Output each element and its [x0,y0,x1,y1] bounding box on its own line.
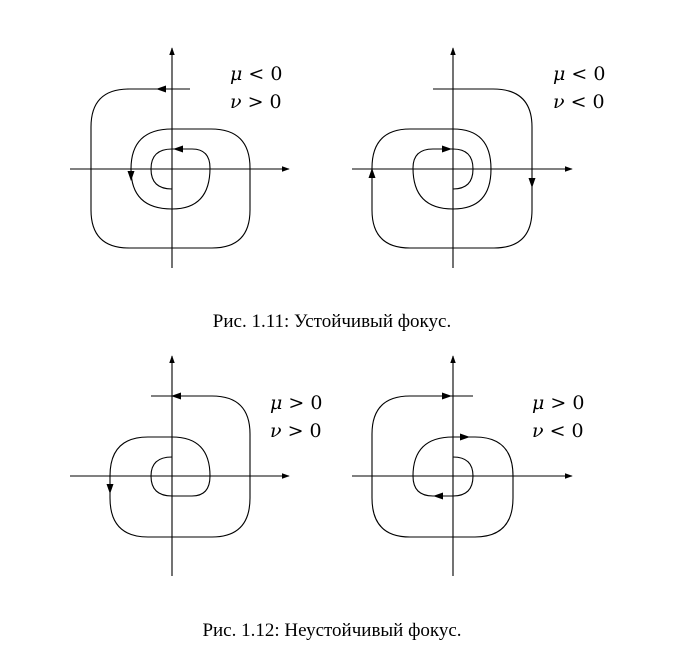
mu-condition: μ < 0 [553,63,605,85]
arrow-icon [127,171,135,181]
spiral-trajectory [90,88,251,249]
arrow-icon [433,492,443,500]
arrow-icon [460,433,470,441]
arrow-icon [173,145,183,153]
nu-condition: ν < 0 [553,91,605,113]
nu-condition: ν > 0 [270,420,322,442]
arrow-icon [106,484,114,494]
spiral-trajectory [371,88,533,249]
panel-stable-focus-right: μ < 0 ν < 0 [352,47,605,268]
panel-unstable-focus-right: μ > 0 ν < 0 [352,355,584,576]
arrow-icon [442,392,452,400]
arrow-icon [156,85,166,93]
nu-condition: ν > 0 [230,91,282,113]
arrow-icon [171,392,181,400]
spiral-trajectory [371,395,514,538]
panel-stable-focus-left: μ < 0 ν > 0 [70,47,290,268]
arrow-icon [442,145,452,153]
arrow-icon [528,178,536,188]
spiral-trajectory [109,395,251,538]
arrow-icon [368,168,376,178]
nu-condition: ν < 0 [532,420,584,442]
mu-condition: μ < 0 [230,63,282,85]
mu-condition: μ > 0 [270,392,322,414]
panel-unstable-focus-left: μ > 0 ν > 0 [70,355,322,576]
mu-condition: μ > 0 [532,392,584,414]
figure-caption: Рис. 1.11: Устойчивый фокус. [213,311,451,332]
figure-caption: Рис. 1.12: Неустойчивый фокус. [202,620,461,641]
